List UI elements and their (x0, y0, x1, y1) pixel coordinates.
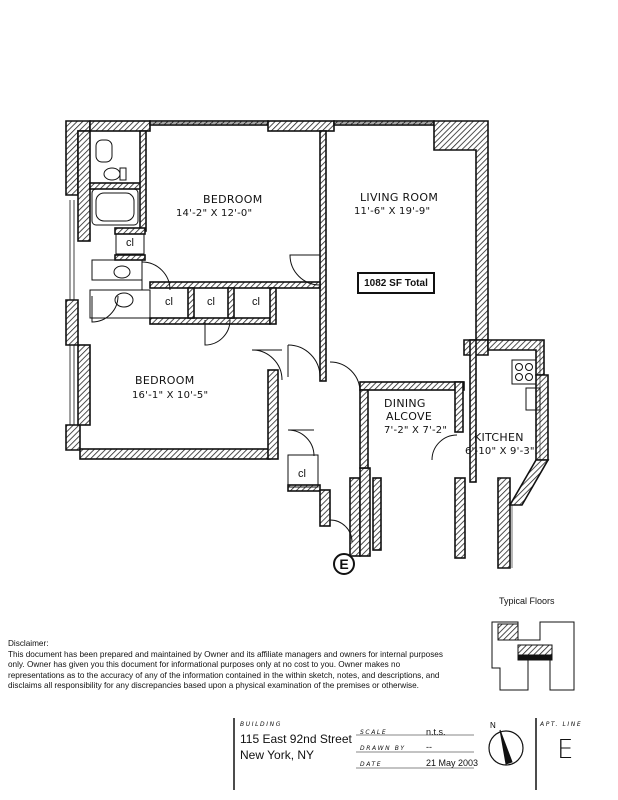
dining-dims: 7'-2" X 7'-2" (384, 425, 447, 436)
disclaimer-body: This document has been prepared and main… (8, 649, 443, 691)
address-line1: 115 East 92nd Street (240, 732, 352, 746)
building-label: BUILDING (240, 721, 282, 728)
title-block (233, 718, 537, 790)
toilet (113, 265, 131, 279)
bathtub (91, 188, 139, 226)
bedroom-1-dims: 14'-2" X 12'-0" (176, 208, 252, 219)
scale-label: SCALE (360, 729, 388, 736)
scale-value: n.t.s. (426, 727, 446, 737)
kitchen-dims: 6'-10" X 9'-3" (465, 446, 535, 457)
closet-label: cl (165, 296, 173, 308)
date-value: 21 May 2003 (426, 758, 479, 768)
disclaimer: Disclaimer: This document has been prepa… (8, 639, 448, 692)
sink (114, 292, 134, 308)
dining-name-line1: DINING (384, 397, 426, 410)
closet-label: cl (126, 237, 134, 249)
key-plan-caption: Typical Floors (499, 596, 555, 606)
dining-name-line2: ALCOVE (386, 410, 432, 423)
fixtures (69, 122, 541, 568)
disclaimer-title: Disclaimer: (8, 639, 49, 648)
area-total: 1082 SF Total (357, 272, 435, 294)
toilet (103, 167, 121, 181)
closet-label: cl (207, 296, 215, 308)
living-room-dims: 11'-6" X 19'-9" (354, 206, 430, 217)
apt-line-value: E (557, 735, 574, 765)
kitchen-name: KITCHEN (474, 431, 524, 444)
sink (95, 139, 113, 163)
stove (511, 359, 537, 385)
drawn-by-label: DRAWN BY (360, 745, 406, 752)
north-label: N (490, 721, 496, 730)
bedroom-1-name: BEDROOM (203, 193, 263, 206)
closet-label: cl (252, 296, 260, 308)
living-room-name: LIVING ROOM (360, 191, 438, 204)
key-plan (491, 621, 575, 691)
address-line2: New York, NY (240, 748, 315, 762)
apt-line-label: APT. LINE (540, 721, 583, 728)
drawn-by-value: -- (426, 742, 432, 752)
walls (65, 120, 550, 569)
closet-label: cl (298, 468, 306, 480)
north-arrow-icon (488, 730, 524, 766)
entry-marker: E (333, 553, 355, 575)
bedroom-2-dims: 16'-1" X 10'-5" (132, 390, 208, 401)
bedroom-2-name: BEDROOM (135, 374, 195, 387)
date-label: DATE (360, 761, 383, 768)
